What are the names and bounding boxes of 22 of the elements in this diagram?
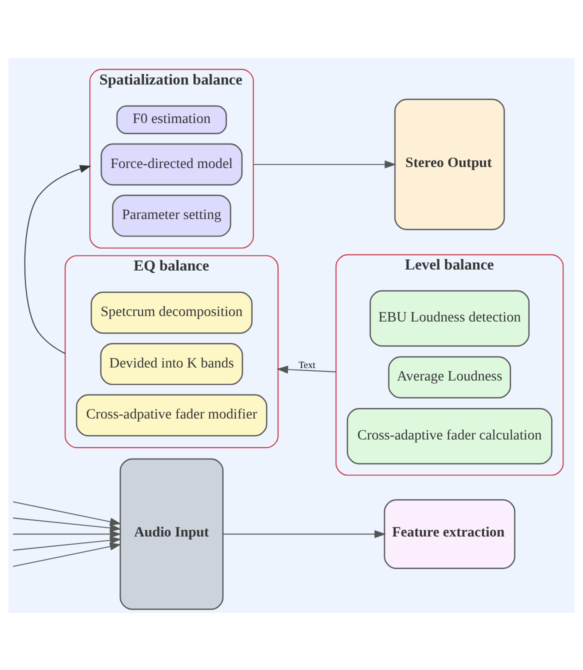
- node-box: F0 estimation: [116, 104, 227, 134]
- arrow: [12, 536, 122, 566]
- node-box: Force-directed model: [100, 142, 243, 185]
- arrow: [12, 530, 122, 550]
- arrow: [24, 164, 92, 354]
- node-box: Parameter setting: [112, 194, 232, 236]
- node-box: Stereo Output: [394, 98, 505, 230]
- arrow: [276, 365, 337, 374]
- node-box: Audio Input: [120, 458, 224, 610]
- arrow: [12, 500, 122, 532]
- node-box: Cross-adpative fader modifier: [76, 394, 268, 436]
- arrow: [252, 160, 396, 168]
- node-box: Feature extraction: [384, 498, 516, 568]
- node-box: Devided into K bands: [100, 342, 244, 385]
- node-box: Average Loudness: [388, 356, 512, 398]
- arrow: [222, 530, 386, 538]
- node-box: Spetcrum decomposition: [90, 291, 253, 334]
- arrow: [12, 517, 122, 538]
- node-box: EBU Loudness detection: [370, 290, 530, 346]
- node-box: Cross-adaptive fader calculation: [346, 408, 552, 464]
- edge-label: Text: [298, 360, 316, 370]
- arrow: [12, 523, 122, 544]
